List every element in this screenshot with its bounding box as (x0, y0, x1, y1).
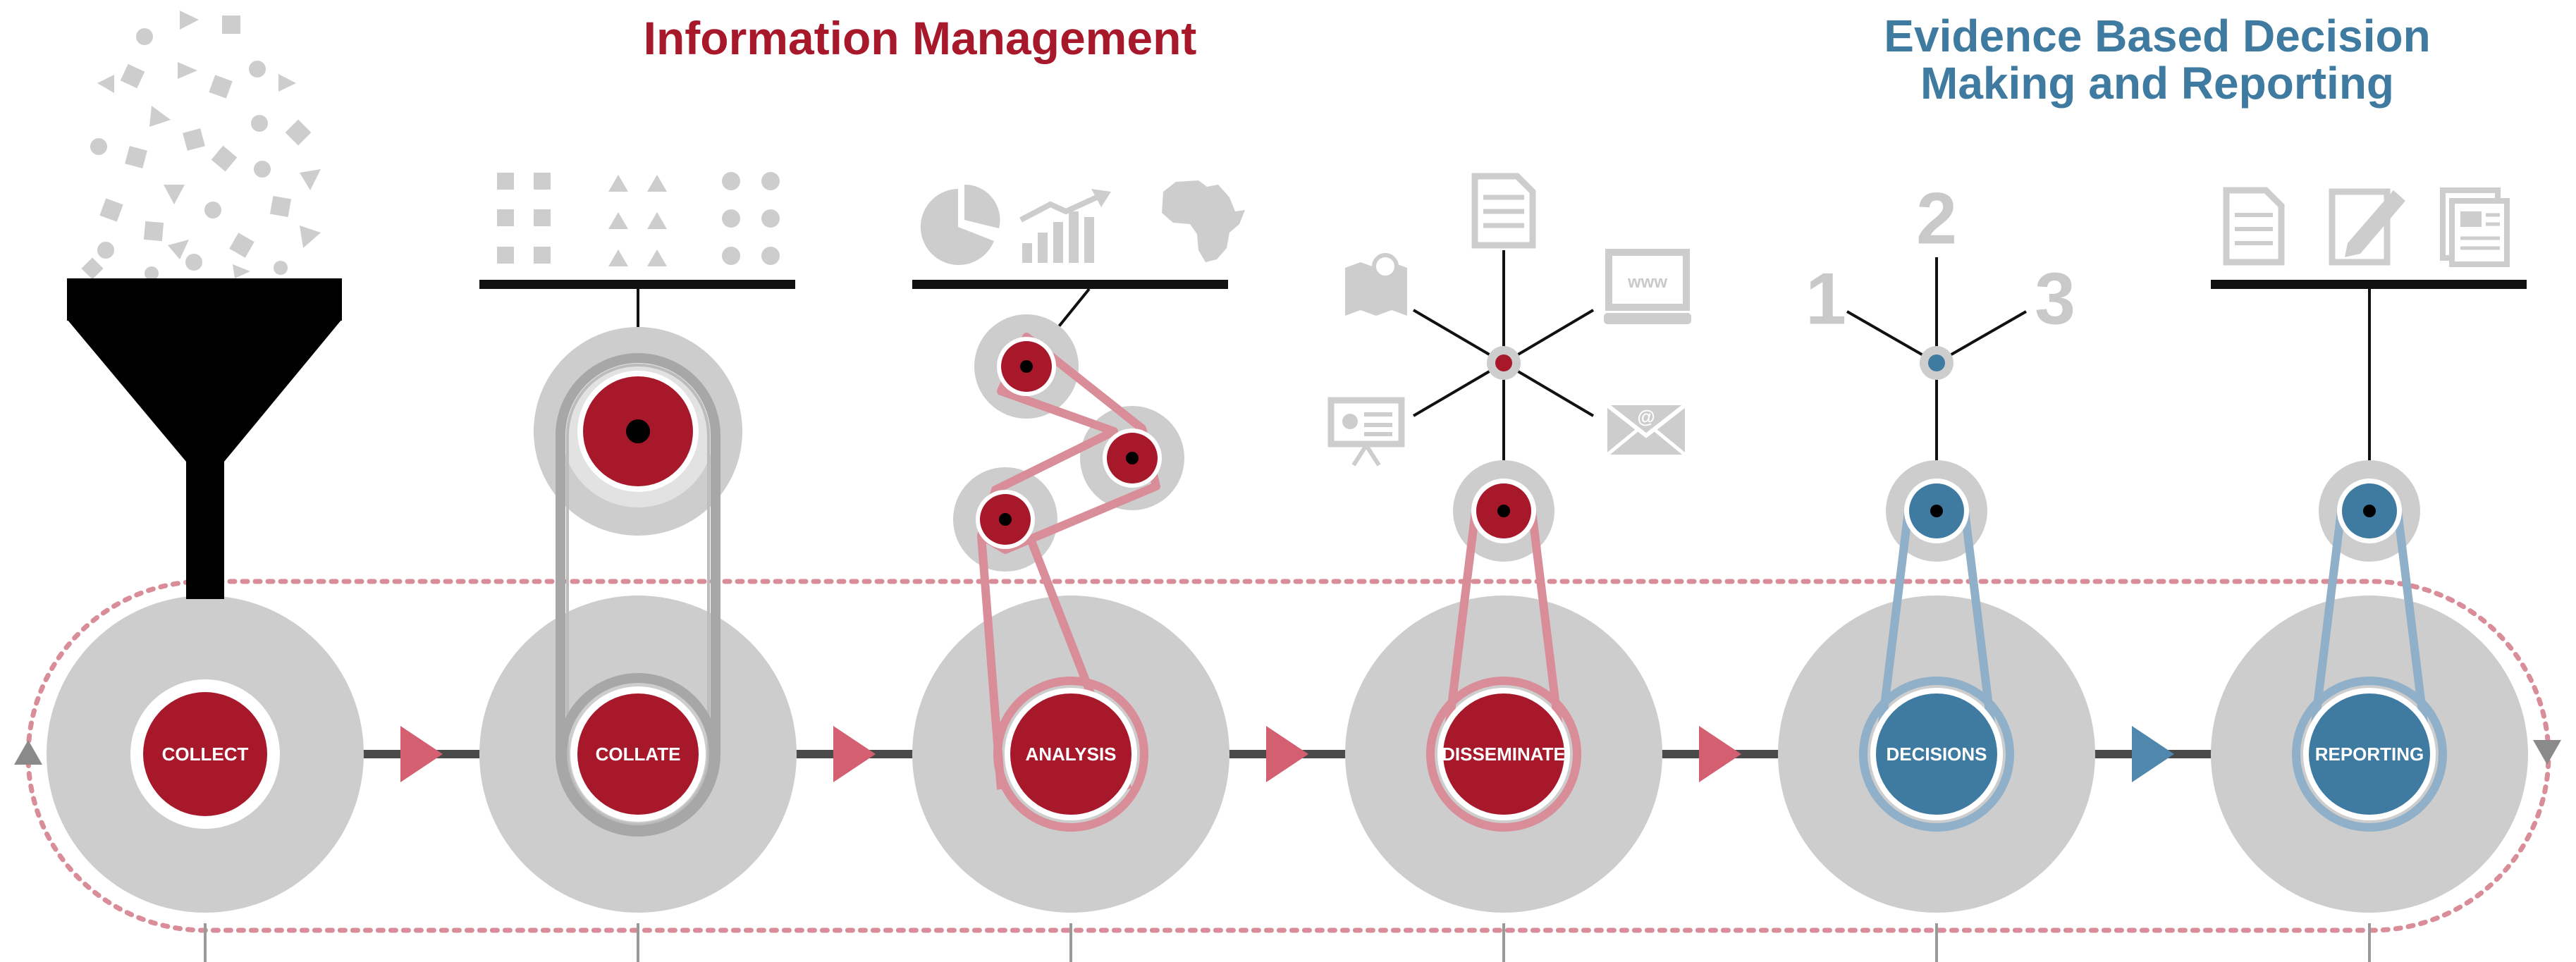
newspaper-icon (2440, 187, 2510, 267)
bar-chart-icon (1019, 189, 1111, 263)
stage-label-collect: COLLECT (162, 744, 249, 765)
loop-arrow-right (2533, 740, 2561, 765)
website-icon-label: www (1627, 273, 1667, 292)
evidence-based-title: Evidence Based Decision Making and Repor… (1884, 11, 2431, 109)
stage-analysis: ANALYSIS (993, 677, 1148, 832)
triangles-grid-icon (608, 175, 667, 266)
edit-document-icon (2329, 188, 2405, 266)
scattered-shapes-icon (81, 11, 321, 280)
decision-number-1: 1 (1805, 258, 1846, 340)
map-icon (1345, 253, 1407, 316)
pie-chart-icon (920, 184, 1000, 265)
presentation-icon (1327, 397, 1405, 467)
reporting-shelf (2211, 280, 2527, 289)
stage-disseminate: DISSEMINATE (1426, 677, 1581, 832)
stage-collate: COLLATE (557, 673, 719, 835)
email-icon-label: @ (1637, 406, 1655, 427)
information-management-title: Information Management (643, 12, 1197, 64)
stage-collect: COLLECT (130, 679, 280, 829)
collate-shelf (479, 280, 795, 289)
flow-arrow-4 (1699, 726, 1741, 782)
decision-spokes (1846, 257, 2027, 511)
flow-arrow-3 (1266, 726, 1308, 782)
stage-label-disseminate: DISSEMINATE (1442, 744, 1566, 765)
analysis-shelf (912, 280, 1228, 289)
decision-number-3: 3 (2035, 258, 2075, 340)
squares-grid-icon (497, 173, 551, 264)
email-icon: @ (1606, 403, 1686, 456)
stage-connectors (352, 726, 2225, 782)
bottom-ticks (204, 923, 2371, 962)
stage-label-reporting: REPORTING (2315, 744, 2424, 765)
stage-label-decisions: DECISIONS (1886, 744, 1987, 765)
document-icon (1471, 173, 1536, 249)
circles-grid-icon (722, 172, 780, 265)
stage-reporting: REPORTING (2292, 677, 2447, 832)
flow-arrow-5 (2132, 726, 2174, 782)
funnel-icon (67, 278, 342, 599)
africa-map-icon (1162, 180, 1245, 262)
stage-hubs: COLLECT COLLATE ANALYSIS DISSEMINATE DEC… (130, 673, 2447, 835)
stage-decisions: DECISIONS (1859, 677, 2014, 832)
stage-label-analysis: ANALYSIS (1025, 744, 1116, 765)
flow-arrow-1 (400, 726, 443, 782)
loop-arrow-left (14, 740, 42, 765)
stage-label-collate: COLLATE (596, 744, 681, 765)
flow-arrow-2 (833, 726, 876, 782)
website-icon: www (1604, 249, 1691, 324)
report-icon (2223, 187, 2285, 266)
decision-number-2: 2 (1916, 178, 1957, 259)
